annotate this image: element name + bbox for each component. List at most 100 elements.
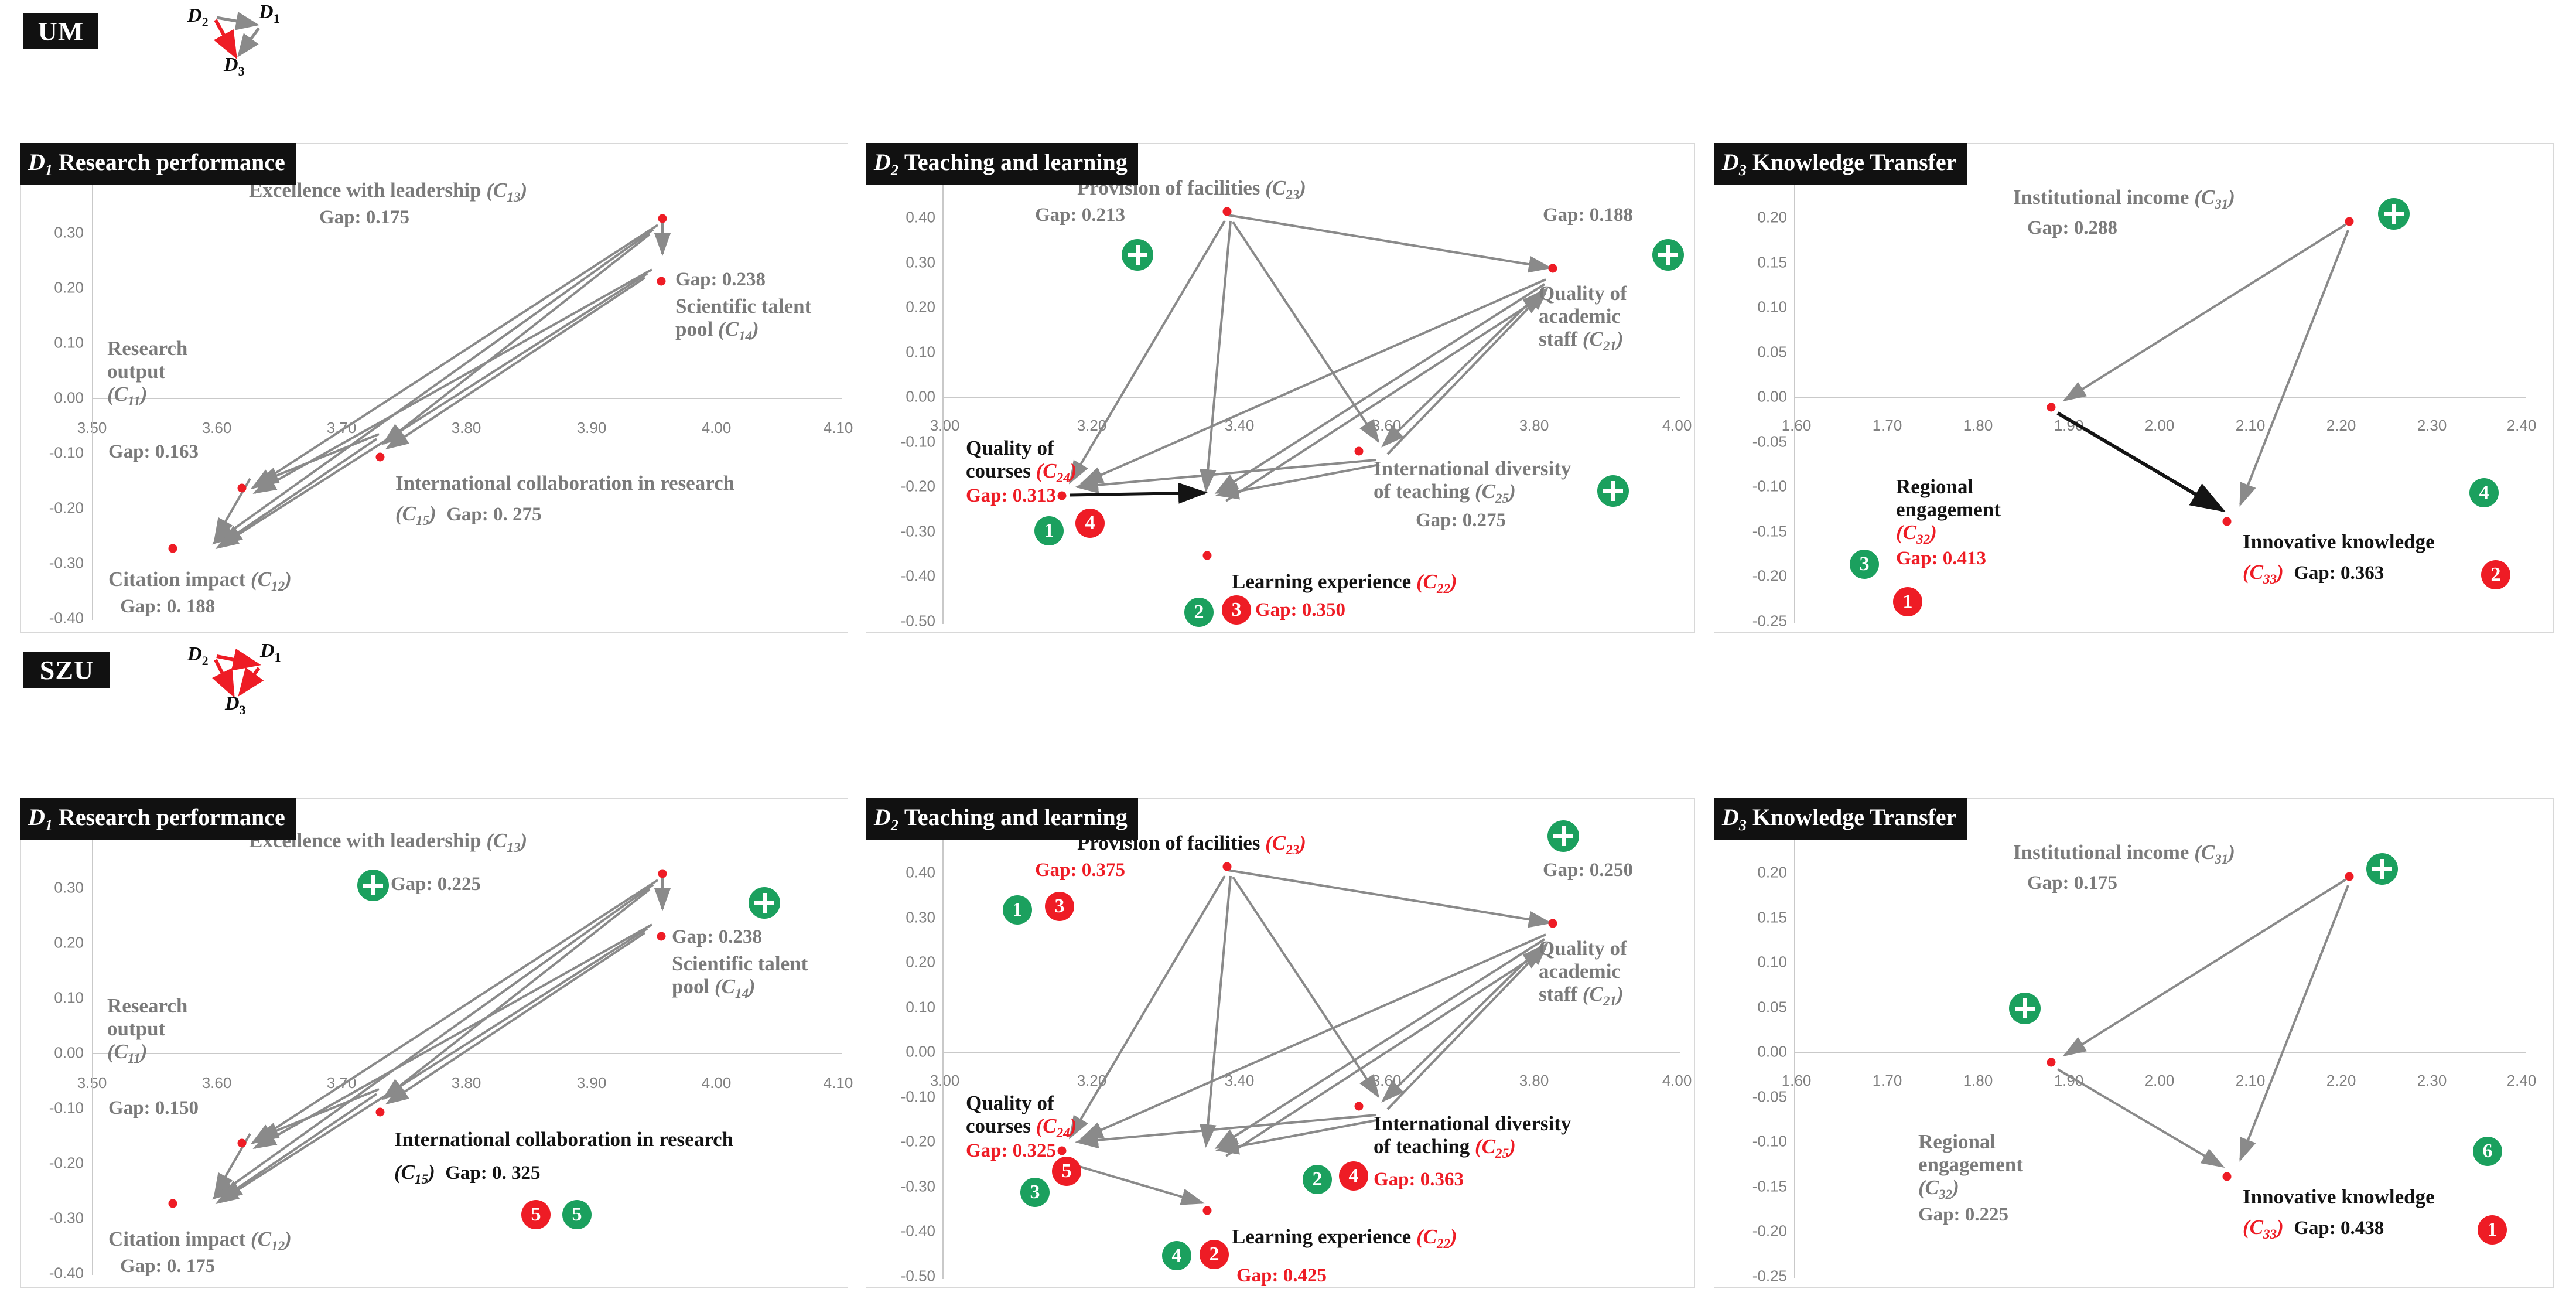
relation-node-d1: D1 bbox=[259, 1, 280, 26]
y-tick: 0.00 bbox=[906, 387, 935, 405]
y-tick: 0.00 bbox=[1757, 1042, 1787, 1061]
x-tick: 3.20 bbox=[1077, 1072, 1107, 1089]
rank-badge: 1 bbox=[2478, 1215, 2507, 1245]
relation-node-d1: D1 bbox=[260, 640, 281, 664]
y-tick: -0.20 bbox=[900, 477, 935, 495]
relation-node-d2: D2 bbox=[187, 643, 209, 668]
gap-c21: Gap: 0.188 bbox=[1543, 204, 1634, 226]
plus-icon-c31 bbox=[2366, 853, 2398, 885]
label-c31: Institutional income (C31) bbox=[2013, 186, 2235, 212]
y-tick: -0.10 bbox=[49, 444, 84, 462]
rank-badge: 3 bbox=[1045, 892, 1074, 921]
gap-c11: Gap: 0.150 bbox=[108, 1097, 199, 1119]
gap-c11: Gap: 0.163 bbox=[108, 441, 199, 462]
x-tick: 2.00 bbox=[2144, 417, 2175, 434]
y-tick: -0.40 bbox=[900, 1222, 935, 1240]
label-c22: Learning experience (C22) bbox=[1232, 1225, 1457, 1251]
y-axis-line bbox=[1794, 173, 1795, 623]
y-tick: 0.20 bbox=[906, 298, 935, 316]
x-tick: 3.00 bbox=[930, 417, 960, 434]
panel-title-um-d1: D1 Research performance bbox=[20, 143, 296, 185]
x-axis-line bbox=[942, 397, 1680, 398]
y-tick: -0.20 bbox=[1752, 1222, 1787, 1240]
y-tick: 0.10 bbox=[1757, 298, 1787, 316]
rank-badge: 4 bbox=[1339, 1161, 1368, 1191]
label-c22: Learning experience (C22) bbox=[1232, 570, 1457, 596]
rank-badge: 4 bbox=[1162, 1241, 1191, 1270]
rank-badge: 3 bbox=[1850, 550, 1879, 579]
data-point-c13 bbox=[658, 214, 667, 223]
rank-badge: 1 bbox=[1034, 516, 1064, 545]
x-tick: 2.20 bbox=[2326, 417, 2356, 434]
gap-c12: Gap: 0. 175 bbox=[120, 1256, 216, 1277]
y-tick: 0.15 bbox=[1757, 253, 1787, 271]
panel-um-d2[interactable]: D2 Teaching and learning 0.50 0.40 0.30 … bbox=[866, 143, 1695, 633]
y-tick: -0.20 bbox=[1752, 567, 1787, 585]
gap-c21: Gap: 0.250 bbox=[1543, 860, 1634, 881]
label-c33: Innovative knowledge bbox=[2243, 530, 2435, 553]
panel-um-d3[interactable]: D3 Knowledge Transfer 0.25 0.20 0.15 0.1… bbox=[1714, 143, 2554, 633]
y-tick: -0.15 bbox=[1752, 522, 1787, 540]
gap-c13: Gap: 0.225 bbox=[391, 874, 481, 895]
x-tick: 3.00 bbox=[930, 1072, 960, 1089]
label-c15-code: (C15) Gap: 0. 275 bbox=[395, 502, 542, 528]
y-tick: -0.05 bbox=[1752, 1087, 1787, 1106]
data-point-c21 bbox=[1548, 264, 1557, 273]
institution-row-szu: SZU D2 D1 D3 D1 Research performance 0.4… bbox=[0, 639, 2576, 1299]
y-tick: 0.00 bbox=[906, 1042, 935, 1061]
data-point-c14 bbox=[657, 932, 666, 941]
panel-um-d1[interactable]: D1 Research performance 0.40 0.30 0.20 0… bbox=[20, 143, 853, 633]
label-c31: Institutional income (C31) bbox=[2013, 841, 2235, 867]
panel-szu-d3[interactable]: D3 Knowledge Transfer 0.25 0.20 0.15 0.1… bbox=[1714, 798, 2554, 1288]
relation-diagram-szu: D2 D1 D3 bbox=[187, 640, 369, 717]
data-point-c11 bbox=[237, 483, 247, 493]
y-tick: -0.40 bbox=[900, 567, 935, 585]
gap-c22: Gap: 0.350 bbox=[1255, 599, 1346, 620]
label-c33-code: (C33) Gap: 0.363 bbox=[2243, 561, 2384, 587]
network-arrows bbox=[1068, 214, 1552, 504]
plus-icon-c32 bbox=[2009, 993, 2041, 1024]
plus-icon-c25 bbox=[1597, 475, 1629, 507]
y-tick: -0.20 bbox=[49, 1154, 84, 1172]
x-axis-line bbox=[1794, 397, 2526, 398]
data-point-c24 bbox=[1057, 1146, 1067, 1155]
institution-tag-szu: SZU bbox=[23, 652, 110, 688]
label-c33: Innovative knowledge bbox=[2243, 1185, 2435, 1208]
x-tick: 4.00 bbox=[701, 419, 732, 437]
relation-node-d3: D3 bbox=[225, 693, 246, 717]
y-tick: -0.50 bbox=[900, 612, 935, 630]
label-c12: Citation impact (C12) bbox=[108, 1228, 292, 1253]
data-point-c25 bbox=[1354, 1102, 1364, 1111]
x-tick: 2.40 bbox=[2506, 1072, 2537, 1089]
x-tick: 3.70 bbox=[326, 419, 357, 437]
data-point-c12 bbox=[168, 1199, 177, 1208]
plus-icon-c14-extra bbox=[749, 887, 780, 919]
x-tick: 2.20 bbox=[2326, 1072, 2356, 1089]
y-tick: -0.40 bbox=[49, 1264, 84, 1282]
data-point-c14 bbox=[657, 277, 666, 286]
relation-diagram-arrows-szu bbox=[212, 648, 264, 698]
panel-szu-d2[interactable]: D2 Teaching and learning 0.50 0.40 0.30 … bbox=[866, 798, 1695, 1288]
x-tick: 4.00 bbox=[701, 1074, 732, 1092]
plus-icon-c23 bbox=[1122, 239, 1153, 271]
y-tick: 0.40 bbox=[906, 863, 935, 881]
relation-node-d3: D3 bbox=[224, 54, 245, 79]
x-tick: 1.60 bbox=[1781, 1072, 1812, 1089]
rank-badge: 5 bbox=[1052, 1157, 1081, 1186]
x-tick: 3.90 bbox=[576, 1074, 607, 1092]
x-tick: 3.20 bbox=[1077, 417, 1107, 434]
y-tick: 0.10 bbox=[1757, 953, 1787, 971]
rank-badge: 3 bbox=[1020, 1178, 1050, 1207]
y-tick: -0.10 bbox=[900, 1087, 935, 1106]
x-axis-line bbox=[1794, 1052, 2526, 1053]
panel-szu-d1[interactable]: D1 Research performance 0.40 0.30 0.20 0… bbox=[20, 798, 853, 1288]
